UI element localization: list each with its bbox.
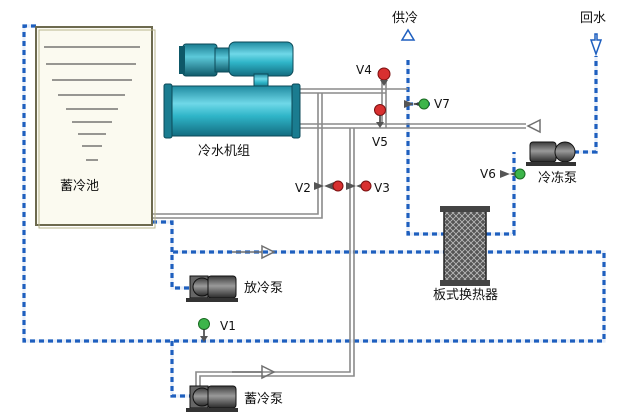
valve-v2[interactable]: V2 (295, 180, 344, 195)
valve-v7-label: V7 (434, 97, 450, 111)
storage-pump-label: 蓄冷泵 (244, 392, 283, 407)
release-pump: 放冷泵 (186, 275, 283, 302)
heat-exchanger-body (443, 209, 487, 283)
freeze-pump-label: 冷冻泵 (538, 170, 577, 186)
arrow-supply-icon (400, 28, 416, 41)
valve-v3-red-icon (360, 180, 372, 192)
tank-label: 蓄冷池 (60, 179, 99, 194)
storage-tank: 蓄冷池 (35, 26, 156, 229)
valve-v7[interactable]: V7 (404, 97, 450, 111)
tank-body (35, 26, 153, 226)
valve-v6-green-icon (514, 168, 526, 180)
return-label: 回水 (580, 11, 606, 26)
arrow-return-icon (589, 33, 603, 57)
release-pump-label: 放冷泵 (244, 281, 283, 296)
arrow-storage-icon (261, 364, 276, 380)
storage-pump: 蓄冷泵 (186, 385, 283, 412)
valve-v1[interactable]: V1 (198, 318, 236, 343)
chiller-motor (182, 43, 218, 77)
chiller-evaporator (167, 85, 297, 137)
chiller-unit: 冷水机组 (163, 41, 301, 159)
valve-v1-label: V1 (220, 319, 236, 333)
tank-level-lines (44, 46, 140, 161)
valve-v2-label: V2 (295, 181, 311, 195)
heat-exchanger-label: 板式换热器 (433, 288, 498, 303)
valve-v4[interactable]: V4 (356, 63, 391, 86)
chiller-label: 冷水机组 (198, 144, 250, 159)
freeze-pump: 冷冻泵 (526, 141, 577, 186)
valve-v3[interactable]: V3 (346, 180, 390, 195)
valve-v7-green-icon (418, 98, 430, 110)
valve-v1-green-icon (198, 318, 210, 330)
valve-v5[interactable]: V5 (372, 104, 388, 150)
valve-v6-label: V6 (480, 167, 496, 181)
flow-arrows (232, 28, 603, 380)
valve-v2-red-icon (332, 180, 344, 192)
arrow-release-icon (261, 244, 276, 260)
valve-v5-red-icon (374, 104, 386, 116)
valve-v4-red-icon (377, 67, 391, 81)
valve-v6[interactable]: V6 (480, 167, 526, 181)
supply-label: 供冷 (392, 11, 418, 26)
valve-v4-label: V4 (356, 63, 372, 77)
arrow-return-flow-icon (526, 118, 541, 134)
heat-exchanger: 板式换热器 (433, 206, 498, 303)
chiller-compressor (228, 41, 294, 77)
valve-v5-label: V5 (372, 135, 388, 149)
valve-v3-label: V3 (374, 181, 390, 195)
tank-shadow (38, 29, 156, 229)
